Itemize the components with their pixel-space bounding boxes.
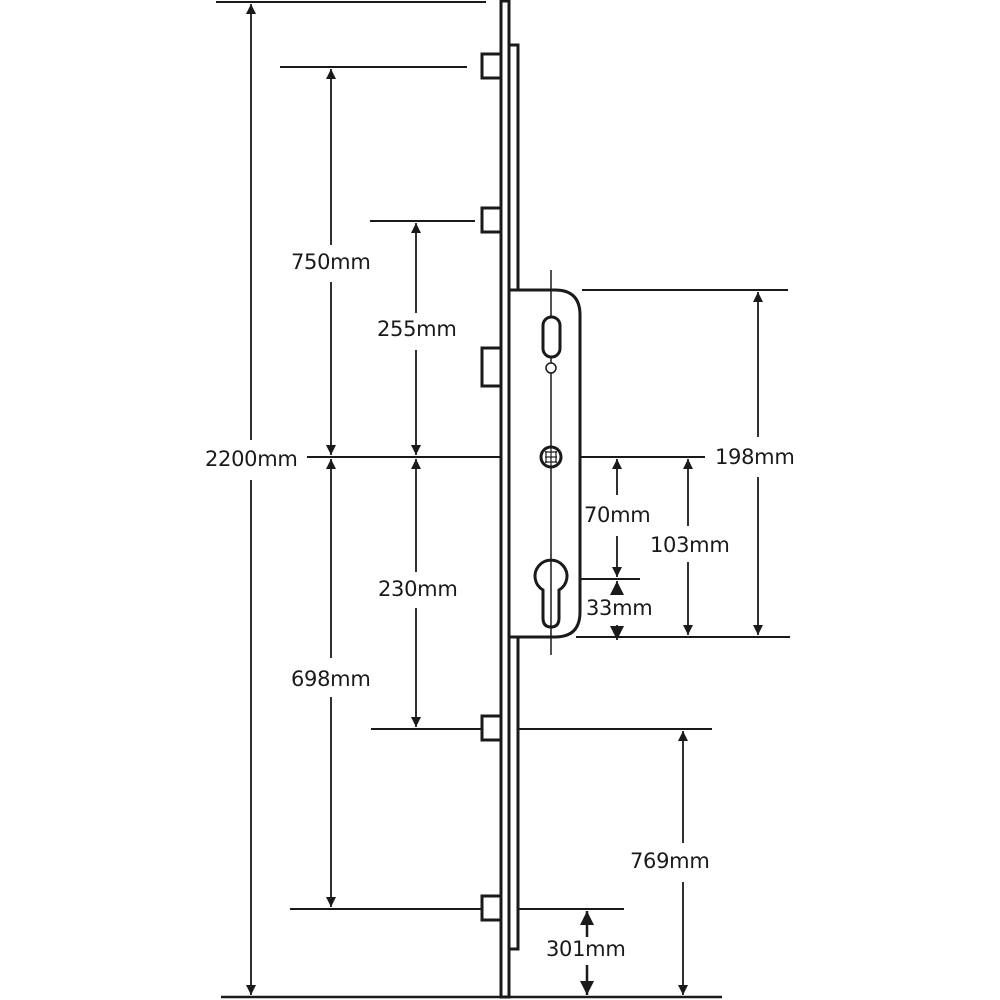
dimension-label-centre-to-bottom-hook: 698mm [290, 667, 372, 691]
dimension-label-top-hook-to-centre: 750mm [290, 250, 372, 274]
small-hole-icon [545, 362, 557, 374]
dimension-label-case-height: 198mm [714, 445, 796, 469]
dimension-lines [246, 4, 763, 995]
dimension-label-upper-hook-to-centre: 255mm [376, 317, 458, 341]
dimension-label-bottom-hook-to-floor: 301mm [545, 937, 627, 961]
follower-slot-icon [541, 315, 562, 359]
hook-bolt-5 [480, 894, 503, 922]
dimension-label-lower-hook-to-floor: 769mm [629, 849, 711, 873]
hook-bolts [480, 52, 503, 922]
hook-bolt-3 [480, 346, 503, 388]
hook-bolt-4 [480, 714, 503, 742]
dimension-label-centre-to-case-bottom: 103mm [649, 533, 731, 557]
dimension-label-overall: 2200mm [204, 447, 299, 471]
hook-bolt-1 [480, 52, 503, 80]
hook-bolt-2 [480, 206, 503, 234]
dimension-label-cylinder-to-case-bottom: 33mm [586, 596, 653, 620]
dimension-label-centre-to-lower-hook: 230mm [377, 577, 459, 601]
dimension-label-backset-centres: 70mm [583, 503, 652, 527]
spindle-follower-icon [539, 445, 563, 469]
